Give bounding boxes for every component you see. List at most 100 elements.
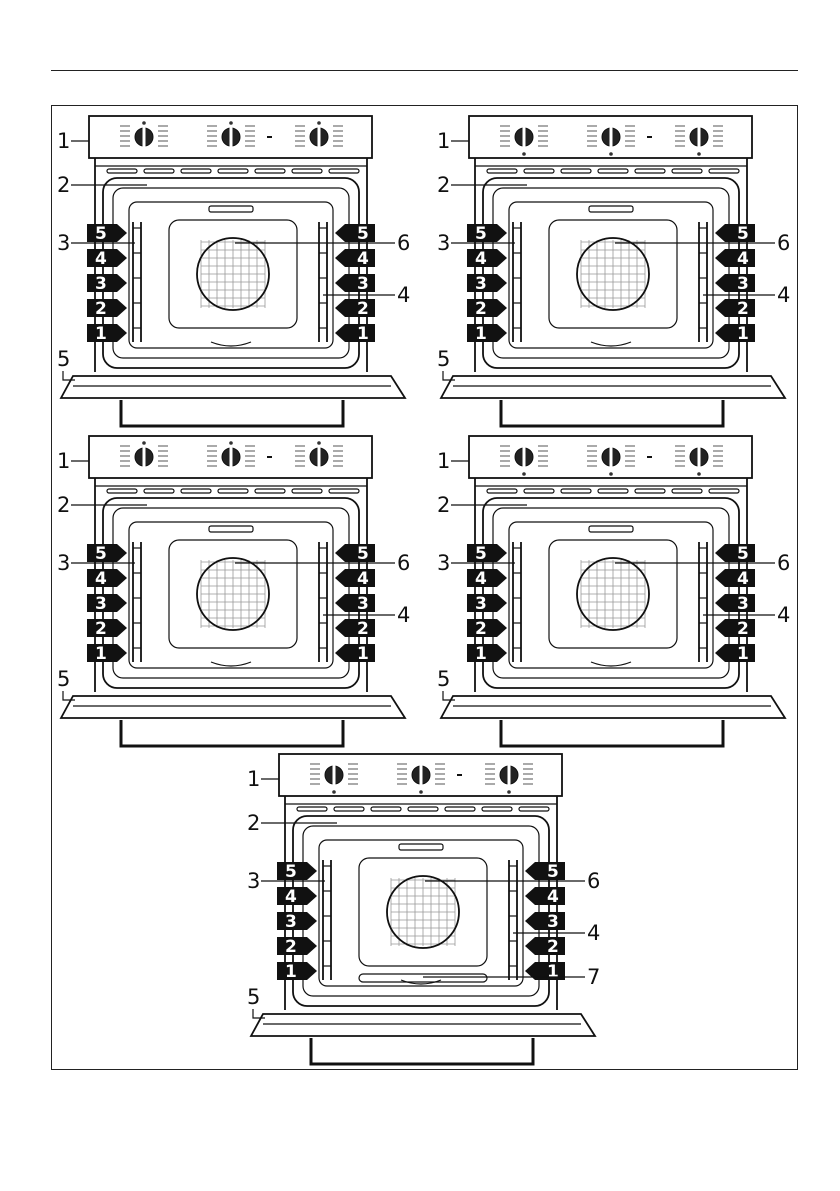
vent-slot <box>144 489 174 493</box>
level-number: 5 <box>95 224 107 244</box>
shelf-level-right: 5 <box>715 544 755 564</box>
shelf-level-right: 4 <box>335 249 375 269</box>
callout-4: 4 <box>777 283 790 307</box>
level-badge <box>335 224 375 242</box>
control-panel <box>89 436 372 478</box>
vent-slot <box>181 169 211 173</box>
shelf-level-left: 5 <box>277 862 317 882</box>
cavity-outer <box>303 826 539 996</box>
vent-slot <box>598 169 628 173</box>
shelf-level-right: 3 <box>525 912 565 932</box>
knob-indicator <box>610 126 613 148</box>
callout-4: 4 <box>777 603 790 627</box>
knob-indicator <box>143 446 146 468</box>
vent-slot <box>487 489 517 493</box>
dial-symbol <box>419 790 423 794</box>
cavity-outer <box>493 188 729 358</box>
callout-3: 3 <box>247 869 260 893</box>
vent-slot <box>519 807 549 811</box>
shelf-support-left <box>513 542 521 662</box>
bottom-vent <box>591 342 631 346</box>
vent-slot <box>255 169 285 173</box>
level-number: 3 <box>357 594 369 614</box>
control-knob <box>500 446 548 476</box>
shelf-level-left: 1 <box>277 962 317 982</box>
vent-slot <box>561 169 591 173</box>
level-badge <box>715 299 755 317</box>
callout-1: 1 <box>57 449 70 473</box>
dial-symbol <box>609 152 613 156</box>
level-badge <box>715 644 755 662</box>
level-number: 5 <box>285 862 297 882</box>
callout-2: 2 <box>57 173 70 197</box>
shelf-level-left: 4 <box>87 569 127 589</box>
shelf-support-left <box>133 542 141 662</box>
level-badge <box>715 249 755 267</box>
level-badge <box>467 324 507 342</box>
control-knob <box>587 126 635 156</box>
level-badge <box>87 249 127 267</box>
dial-symbol <box>609 472 613 476</box>
level-badge <box>467 569 507 587</box>
shelf-level-left: 4 <box>87 249 127 269</box>
level-number: 4 <box>475 249 487 269</box>
level-number: 2 <box>95 619 107 639</box>
shelf-level-right: 3 <box>715 594 755 614</box>
level-number: 4 <box>475 569 487 589</box>
vent-slot <box>635 169 665 173</box>
callout-1: 1 <box>247 767 260 791</box>
level-number: 5 <box>95 544 107 564</box>
knob-indicator <box>420 764 423 786</box>
level-number: 4 <box>357 249 369 269</box>
shelf-level-left: 5 <box>87 544 127 564</box>
level-badge <box>525 887 565 905</box>
level-number: 5 <box>737 224 749 244</box>
vent-slot <box>524 169 554 173</box>
vent-strip <box>475 166 747 173</box>
shelf-level-right: 5 <box>715 224 755 244</box>
oven-diagram-b: 5544332211123645 <box>431 110 801 430</box>
fan <box>577 558 649 630</box>
vent-strip <box>285 804 557 811</box>
level-number: 2 <box>475 619 487 639</box>
shelf-level-right: 5 <box>335 224 375 244</box>
level-number: 5 <box>547 862 559 882</box>
vent-slot <box>598 489 628 493</box>
oven-diagram-d: 5544332211123645 <box>431 430 801 750</box>
cavity-outer <box>493 508 729 678</box>
panel-indicator <box>267 456 272 458</box>
door-top <box>441 376 785 398</box>
shelf-level-right: 3 <box>715 274 755 294</box>
callout-1: 1 <box>57 129 70 153</box>
level-number: 2 <box>475 299 487 319</box>
level-badge <box>467 544 507 562</box>
dial-symbol <box>522 472 526 476</box>
level-number: 3 <box>357 274 369 294</box>
vent-slot <box>482 807 512 811</box>
shelf-support-right <box>699 542 707 662</box>
shelf-level-left: 2 <box>277 937 317 957</box>
callout-1: 1 <box>437 449 450 473</box>
level-number: 1 <box>737 324 749 344</box>
knob-indicator <box>333 764 336 786</box>
level-number: 4 <box>547 887 559 907</box>
level-number: 2 <box>357 299 369 319</box>
callout-6: 6 <box>397 551 410 575</box>
shelf-support-right <box>509 860 517 980</box>
knob-indicator <box>230 446 233 468</box>
level-number: 3 <box>285 912 297 932</box>
shelf-level-right: 1 <box>335 324 375 344</box>
shelf-support-right <box>699 222 707 342</box>
level-number: 1 <box>357 324 369 344</box>
vent-slot <box>218 489 248 493</box>
shelf-level-right: 1 <box>715 644 755 664</box>
callout-5: 5 <box>57 347 70 371</box>
oven-svg: 55443322111236457 <box>241 748 611 1068</box>
vent-slot <box>292 489 322 493</box>
level-badge <box>335 324 375 342</box>
shelf-level-left: 2 <box>87 619 127 639</box>
shelf-level-right: 1 <box>525 962 565 982</box>
shelf-support-left <box>513 222 521 342</box>
dial-symbol <box>332 790 336 794</box>
vent-slot <box>181 489 211 493</box>
